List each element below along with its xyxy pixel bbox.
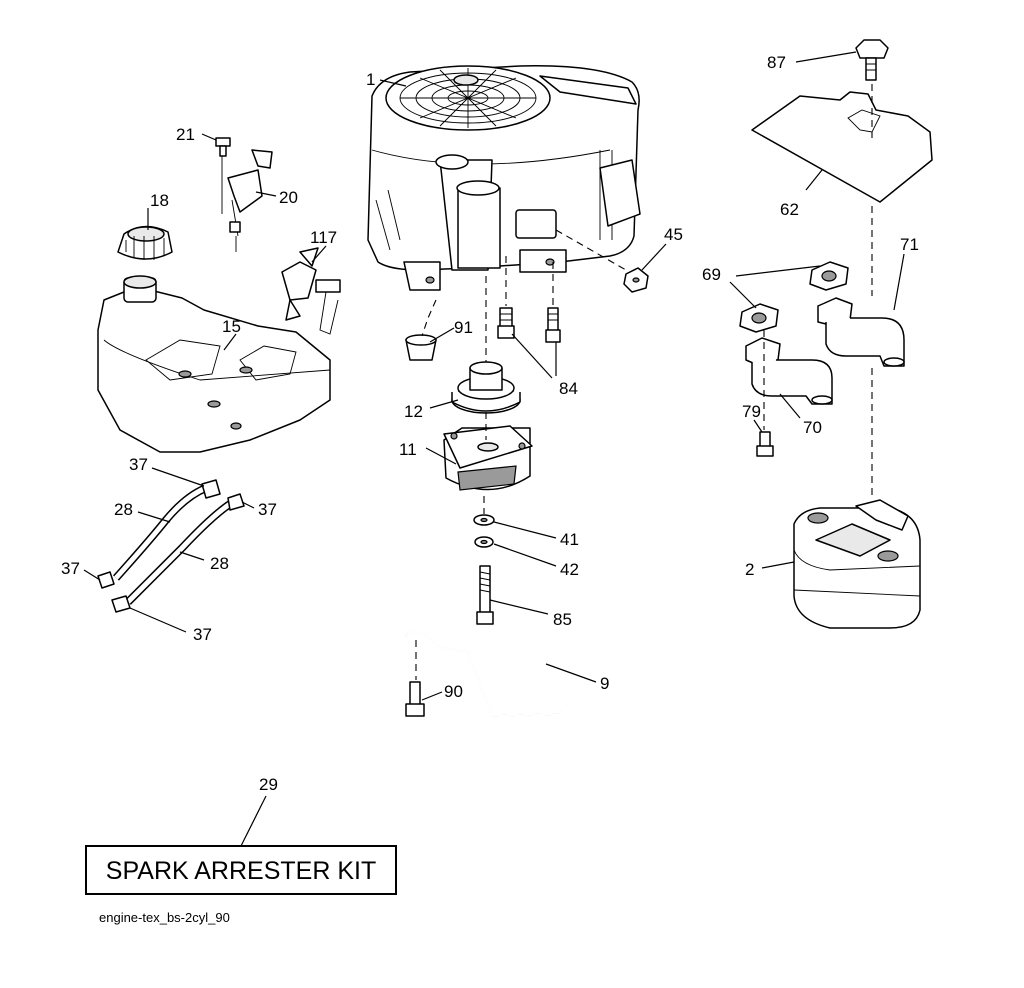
washer-41 — [473, 514, 495, 526]
knob-87 — [855, 39, 889, 81]
pulley-12 — [451, 361, 521, 414]
bolt-90 — [405, 681, 425, 717]
bolts-84 — [497, 307, 561, 343]
label-28a: 28 — [114, 500, 133, 519]
label-15: 15 — [222, 317, 241, 336]
label-37c: 37 — [61, 559, 80, 578]
leader-lines — [83, 51, 905, 853]
label-28b: 28 — [210, 554, 229, 573]
hose-clamps-37 — [97, 479, 245, 613]
muffler-2 — [793, 499, 921, 629]
shutoff-valve-117 — [281, 247, 341, 335]
label-70: 70 — [803, 418, 822, 437]
bolt-79 — [756, 431, 774, 457]
label-42: 42 — [560, 560, 579, 579]
label-2: 2 — [745, 560, 754, 579]
label-45: 45 — [664, 225, 683, 244]
label-11: 11 — [399, 440, 417, 459]
label-18: 18 — [150, 191, 169, 210]
label-71: 71 — [900, 235, 919, 254]
bolt-85 — [476, 565, 494, 625]
label-90: 90 — [444, 682, 463, 701]
fuel-hoses-28 — [113, 484, 233, 605]
label-84: 84 — [559, 379, 578, 398]
label-79: 79 — [742, 402, 761, 421]
spacer-91 — [405, 334, 437, 361]
exhaust-pipe-70 — [745, 337, 833, 405]
label-9: 9 — [600, 674, 609, 693]
label-37d: 37 — [193, 625, 212, 644]
label-85: 85 — [553, 610, 572, 629]
washer-42 — [474, 536, 494, 548]
label-29: 29 — [259, 775, 278, 794]
part-number-labels: 1 87 21 20 18 117 45 62 71 69 15 91 84 1… — [61, 53, 919, 794]
spark-arrester-kit-box: SPARK ARRESTER KIT — [85, 845, 397, 895]
choke-assembly-20 — [221, 149, 273, 252]
label-21: 21 — [176, 125, 195, 144]
label-87: 87 — [767, 53, 786, 72]
fuel-tank-15 — [97, 275, 331, 453]
label-41: 41 — [560, 530, 579, 549]
label-37a: 37 — [129, 455, 148, 474]
label-20: 20 — [279, 188, 298, 207]
label-62: 62 — [780, 200, 799, 219]
clutch-11 — [443, 425, 533, 491]
bracket-9 — [405, 630, 572, 718]
fuel-cap-18 — [117, 225, 173, 260]
nut-45 — [623, 267, 649, 293]
label-69: 69 — [702, 265, 721, 284]
label-91: 91 — [454, 318, 473, 337]
label-117: 117 — [310, 228, 337, 247]
spark-arrester-kit-label: SPARK ARRESTER KIT — [106, 857, 376, 885]
gaskets-69 — [739, 261, 849, 333]
heat-shield-62 — [751, 91, 933, 203]
engine — [367, 65, 641, 291]
exhaust-pipe-71 — [817, 297, 905, 367]
label-12: 12 — [404, 402, 423, 421]
label-1: 1 — [366, 70, 375, 89]
diagram-filename: engine-tex_bs-2cyl_90 — [99, 910, 230, 925]
screw-21 — [215, 137, 231, 157]
label-37b: 37 — [258, 500, 277, 519]
